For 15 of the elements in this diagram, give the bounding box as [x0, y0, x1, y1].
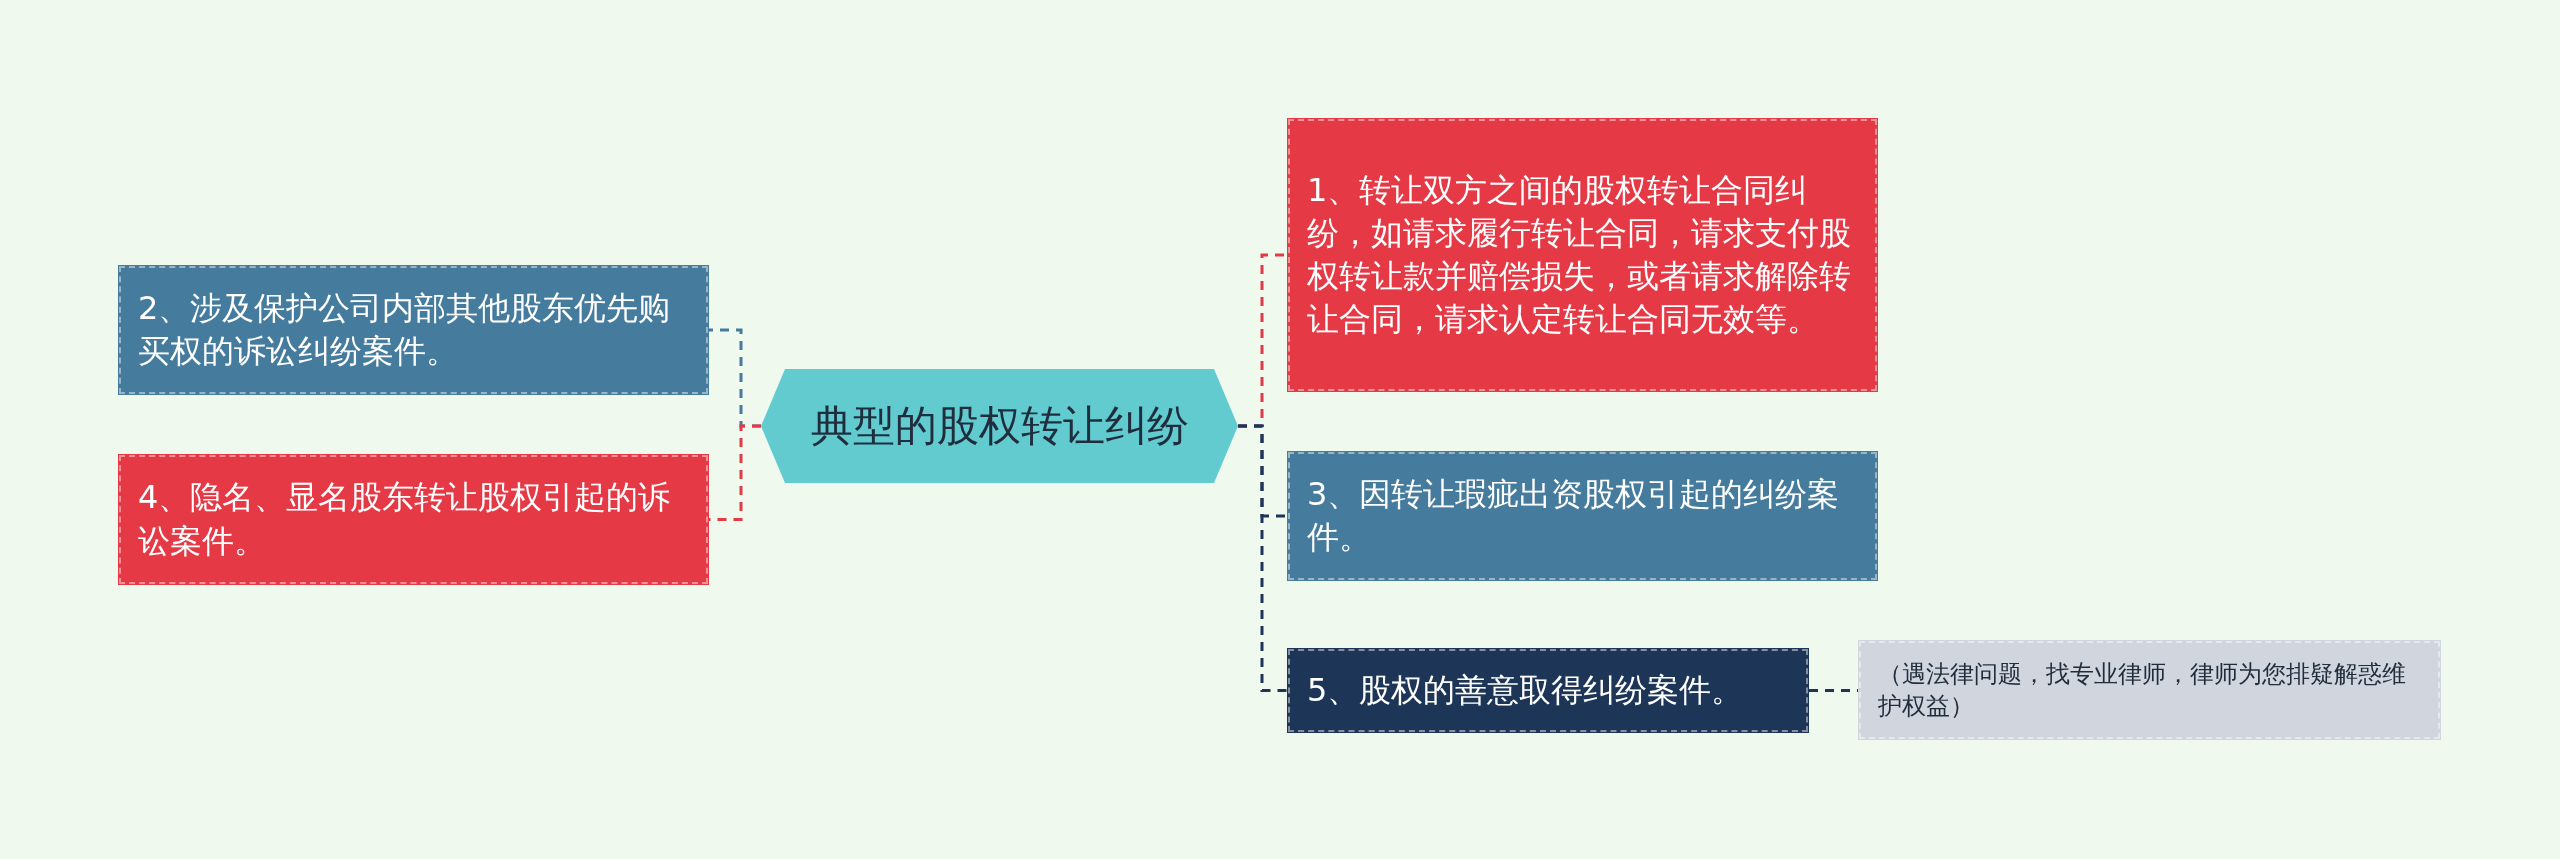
- topic-text: 3、因转让瑕疵出资股权引起的纠纷案件。: [1307, 473, 1841, 558]
- topic-text: （遇法律问题，找专业律师，律师为您排疑解惑维护权益）: [1878, 658, 2407, 722]
- topic-text: 1、转让双方之间的股权转让合同纠纷，如请求履行转让合同，请求支付股权转让款并赔偿损失，或者请求解除转让合同，请求认定转让合同无效等。: [1307, 169, 1852, 341]
- topic-title: 典型的股权转让纠纷: [810, 399, 1189, 452]
- topic-hexagon: [761, 369, 1238, 483]
- connector-line: [1238, 424, 1287, 692]
- topic-text: 4、隐名、显名股东转让股权引起的诉讼案件。: [138, 477, 672, 562]
- note-box: [1858, 640, 2441, 740]
- topic-text: 5、股权的善意取得纠纷案件。: [1307, 669, 1744, 711]
- topic-box: [1287, 118, 1878, 392]
- topic-box: [118, 265, 709, 395]
- topic-box: [118, 454, 709, 585]
- topic-text: 2、涉及保护公司内部其他股东优先购买权的诉讼纠纷案件。: [138, 287, 672, 372]
- topic-box: [1287, 648, 1809, 733]
- topic-box: [1287, 451, 1878, 581]
